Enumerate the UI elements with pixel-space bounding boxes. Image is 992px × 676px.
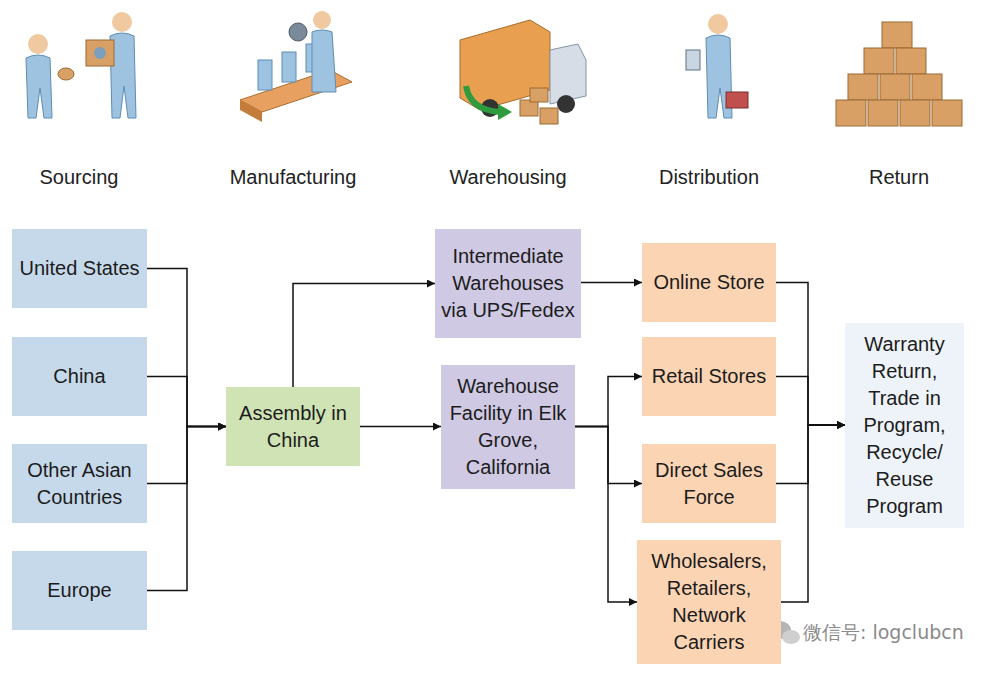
warehouse-box: Intermediate Warehouses via UPS/Fedex	[435, 229, 581, 338]
node-text: Retail Stores	[652, 363, 767, 390]
flow-connector	[147, 427, 226, 591]
source-box: Europe	[12, 551, 147, 630]
node-text: Other Asian Countries	[18, 457, 141, 511]
stage-label: Return	[869, 166, 929, 189]
stage-label: Sourcing	[40, 166, 119, 189]
channel-box: Online Store	[642, 243, 776, 322]
flow-connector	[781, 425, 845, 602]
distribution-icon	[686, 14, 748, 118]
source-box: United States	[12, 229, 147, 308]
manufacturing-icon	[240, 11, 352, 122]
flow-connector	[776, 425, 845, 484]
node-text: United States	[19, 255, 139, 282]
source-box: Other Asian Countries	[12, 444, 147, 523]
flow-connector	[575, 427, 637, 603]
stage-label: Warehousing	[449, 166, 566, 189]
flow-connector	[575, 377, 642, 427]
sourcing-icon	[26, 12, 136, 118]
node-text: Europe	[47, 577, 112, 604]
watermark: 微信号: logclubcn	[803, 620, 964, 646]
flow-connector	[776, 377, 845, 426]
node-text: Direct Sales Force	[648, 457, 770, 511]
flow-connector	[147, 269, 226, 427]
node-text: Assembly in China	[232, 400, 354, 454]
channel-box: Direct Sales Force	[642, 444, 776, 523]
node-text: Warranty Return, Trade in Program, Recyc…	[851, 331, 958, 520]
flow-connector	[147, 377, 226, 427]
channel-box: Wholesalers, Retailers, Network Carriers	[637, 540, 781, 664]
return-icon	[836, 22, 962, 126]
node-text: Wholesalers, Retailers, Network Carriers	[643, 548, 775, 656]
node-text: China	[53, 363, 105, 390]
warehousing-icon	[460, 20, 586, 124]
source-box: China	[12, 337, 147, 416]
node-text: Intermediate Warehouses via UPS/Fedex	[441, 243, 575, 324]
stage-label: Manufacturing	[230, 166, 357, 189]
flow-connector	[293, 284, 435, 388]
assembly-box: Assembly in China	[226, 387, 360, 466]
channel-box: Retail Stores	[642, 337, 776, 416]
stage-label: Distribution	[659, 166, 759, 189]
flow-connector	[581, 282, 642, 284]
warehouse-box: Warehouse Facility in Elk Grove, Califor…	[441, 365, 575, 489]
return-box: Warranty Return, Trade in Program, Recyc…	[845, 323, 964, 528]
node-text: Online Store	[653, 269, 764, 296]
node-text: Warehouse Facility in Elk Grove, Califor…	[447, 373, 569, 481]
flow-connector	[776, 283, 845, 426]
flow-connector	[360, 426, 441, 428]
